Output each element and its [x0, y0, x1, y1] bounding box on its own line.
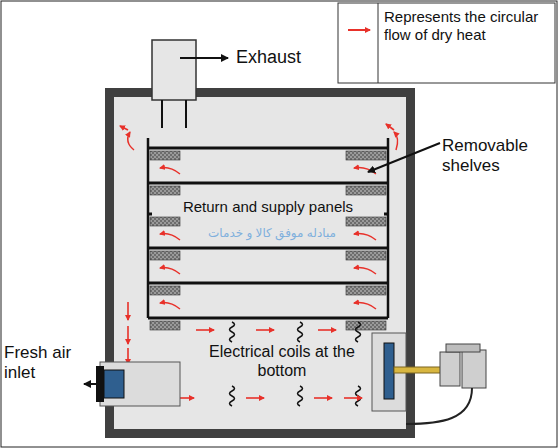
supply-panel [346, 251, 386, 260]
inlet-filter [104, 370, 124, 398]
legend-divider [378, 3, 379, 83]
heat-flow-arrow [128, 132, 134, 150]
shelf [148, 282, 388, 285]
part-label: Removable shelves [442, 136, 552, 177]
supply-panel [346, 321, 386, 330]
legend-sample [348, 29, 370, 31]
shelf [148, 317, 388, 320]
heating-coil [230, 386, 235, 406]
motor-body [462, 350, 486, 388]
shelf [148, 182, 388, 185]
heating-coil [298, 386, 303, 406]
heat-flow-arrow [354, 234, 376, 240]
heat-flow-arrow [160, 234, 180, 240]
heat-flow-arrow [354, 268, 376, 274]
fan-blade [384, 343, 394, 399]
inlet-duct [100, 362, 180, 406]
shelf [148, 147, 388, 150]
heat-flow-arrow [354, 303, 376, 309]
heat-flow-arrow [160, 303, 180, 309]
heat-flow-arrow [127, 326, 129, 344]
motor-body [440, 352, 460, 386]
legend-text: Represents the circular flow of dry heat [384, 8, 548, 44]
supply-panel [150, 217, 180, 226]
exhaust-chimney [152, 40, 196, 100]
part-label: Fresh air inlet [4, 343, 82, 384]
leader-line [84, 383, 96, 385]
supply-panel [346, 286, 386, 295]
motor-shaft [394, 367, 442, 373]
leader-line [180, 57, 228, 59]
exhaust-duct [161, 100, 163, 128]
heat-flow-arrow [160, 268, 180, 274]
supply-panel [346, 217, 386, 226]
supply-panel [346, 186, 386, 195]
heat-flow-arrow [246, 397, 264, 399]
supply-panel [150, 186, 180, 195]
watermark: مبادله موفق کالا و خدمات [172, 226, 372, 240]
motor-cap [446, 344, 480, 352]
heat-flow-arrow [196, 329, 214, 331]
supply-panel [150, 321, 180, 330]
supply-panel [150, 286, 180, 295]
exhaust-duct [185, 100, 187, 128]
heat-flow-arrow [314, 397, 332, 399]
heating-coil [356, 386, 361, 406]
heat-flow-arrow [394, 132, 398, 150]
heating-coil [230, 322, 235, 342]
part-label: Exhaust [236, 47, 336, 69]
leader-line [368, 143, 440, 172]
heat-flow-arrow [344, 397, 362, 399]
heat-flow-arrow [127, 302, 129, 320]
heat-flow-arrow [318, 329, 336, 331]
legend-box [338, 3, 555, 83]
part-label: Return and supply panels [152, 198, 384, 216]
shelf [148, 247, 388, 250]
shelf-rail [147, 138, 150, 318]
part-label: Electrical coils at the bottom [192, 342, 372, 380]
heat-flow-arrow [120, 126, 128, 130]
inlet-flange [96, 366, 104, 402]
power-wire [406, 388, 472, 424]
supply-panel [150, 151, 180, 160]
supply-panel [150, 251, 180, 260]
heat-flow-arrow [386, 124, 394, 130]
heat-flow-arrow [160, 168, 180, 174]
heat-flow-arrow [256, 329, 274, 331]
heating-coil [298, 322, 303, 342]
supply-panel [346, 151, 386, 160]
heating-coil [356, 322, 361, 342]
